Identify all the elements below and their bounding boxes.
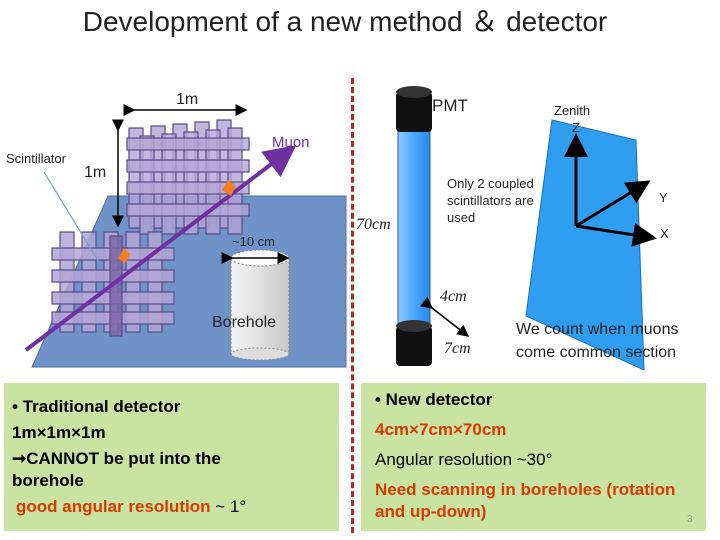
label-borehole: Borehole [212, 314, 277, 331]
page-number: 3 [687, 514, 693, 525]
scintillator-plane [525, 119, 645, 371]
traditional-borehole: borehole [12, 471, 84, 490]
page-title: Development of a new method ＆ detector [82, 6, 608, 37]
label-70cm: 70cm [356, 216, 391, 233]
label-z: Z [572, 120, 580, 135]
new-detector-box: • New detector 4cm×7cm×70cm Angular reso… [361, 383, 706, 531]
traditional-cannot: ➞CANNOT be put into the [12, 449, 221, 468]
label-1m-side: 1m [84, 164, 107, 181]
new-heading: • New detector [375, 390, 493, 409]
traditional-resolution: good angular resolution ~ 1° [16, 497, 247, 516]
label-4cm: 4cm [440, 288, 467, 305]
upper-scintillator-bars [126, 119, 250, 235]
muon-track [24, 145, 297, 352]
label-pmt: PMT [432, 96, 468, 115]
label-7cm: 7cm [444, 340, 471, 357]
dim-arrow-4cm [420, 296, 470, 337]
label-scintillator: Scintillator [6, 151, 66, 166]
new-updown: and up-down) [375, 502, 487, 521]
label-y: Y [659, 190, 668, 205]
section-divider [351, 78, 354, 533]
hit-markers [118, 180, 236, 264]
scintillator-pointer [43, 171, 101, 265]
traditional-detector-box: • Traditional detector 1m×1m×1m ➞CANNOT … [4, 383, 339, 531]
new-detector-tube [396, 86, 432, 366]
label-x: X [660, 226, 669, 241]
traditional-heading: • Traditional detector [12, 397, 181, 416]
new-resolution: Angular resolution ~30° [375, 450, 553, 469]
borehole-cylinder [230, 249, 290, 361]
coordinate-axes [564, 133, 657, 247]
new-size: 4cm×7cm×70cm [375, 420, 507, 439]
label-muon: Muon [272, 134, 310, 151]
label-only-2-coupled: Only 2 coupled scintillators are used [447, 176, 534, 225]
label-1m-top: 1m [176, 91, 199, 108]
traditional-size: 1m×1m×1m [12, 423, 106, 442]
new-scanning: Need scanning in boreholes (rotation [375, 480, 676, 499]
label-10cm: ~10 cm [232, 234, 275, 249]
label-we-count: We count when muons come common section [516, 321, 679, 361]
label-zenith: Zenith [554, 103, 591, 118]
